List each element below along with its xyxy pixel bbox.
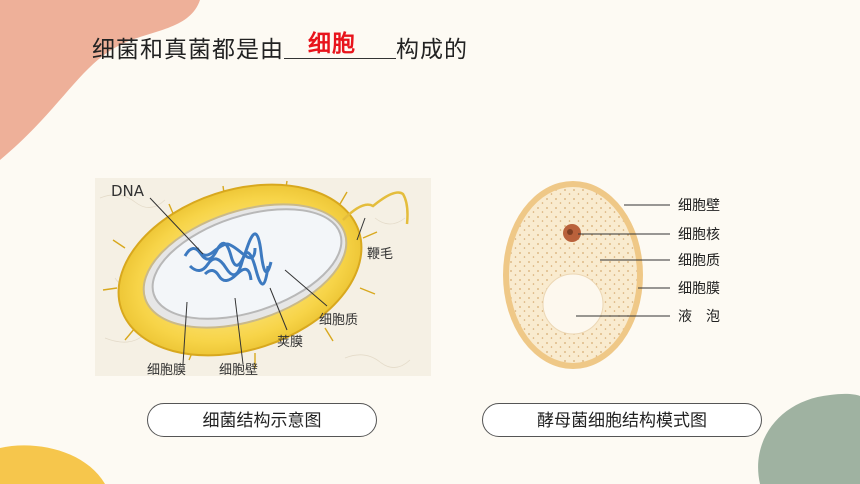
yeast-diagram: 细胞壁 细胞核 细胞质 细胞膜 液 泡 xyxy=(503,181,720,369)
answer-blank: 细胞 xyxy=(284,31,396,59)
question-sentence: 细菌和真菌都是由细胞 构成的 xyxy=(92,30,468,64)
question-text-before: 细菌和真菌都是由 xyxy=(92,37,284,63)
yeast-vacuole-shape xyxy=(542,273,604,335)
cell-membrane-shape xyxy=(151,208,343,320)
label-capsule: 荚膜 xyxy=(277,335,303,350)
label-wall: 细胞壁 xyxy=(219,363,258,376)
yeast-caption: 酵母菌细胞结构模式图 xyxy=(482,403,762,437)
bacteria-caption: 细菌结构示意图 xyxy=(147,403,377,437)
answer-text: 细胞 xyxy=(308,31,356,57)
question-text-after: 构成的 xyxy=(396,37,468,63)
label-dna: DNA xyxy=(111,182,145,200)
label-yeast-nucleus: 细胞核 xyxy=(678,227,720,243)
flagellum-shape xyxy=(342,191,409,225)
label-yeast-membrane: 细胞膜 xyxy=(678,281,720,297)
decor-blob-top-left xyxy=(0,0,200,160)
label-cytoplasm: 细胞质 xyxy=(319,313,358,328)
decor-blob-bottom-left xyxy=(0,445,105,484)
label-yeast-vacuole: 液 泡 xyxy=(678,309,720,325)
bacteria-diagram: DNA 鞭毛 细胞质 荚膜 细胞膜 细胞壁 xyxy=(95,178,431,376)
label-yeast-cytoplasm: 细胞质 xyxy=(678,253,720,269)
label-yeast-wall: 细胞壁 xyxy=(678,198,720,214)
dna-coil xyxy=(183,232,273,286)
label-flagellum: 鞭毛 xyxy=(367,247,393,262)
decor-blob-bottom-right xyxy=(758,393,860,484)
label-membrane: 细胞膜 xyxy=(147,363,186,376)
